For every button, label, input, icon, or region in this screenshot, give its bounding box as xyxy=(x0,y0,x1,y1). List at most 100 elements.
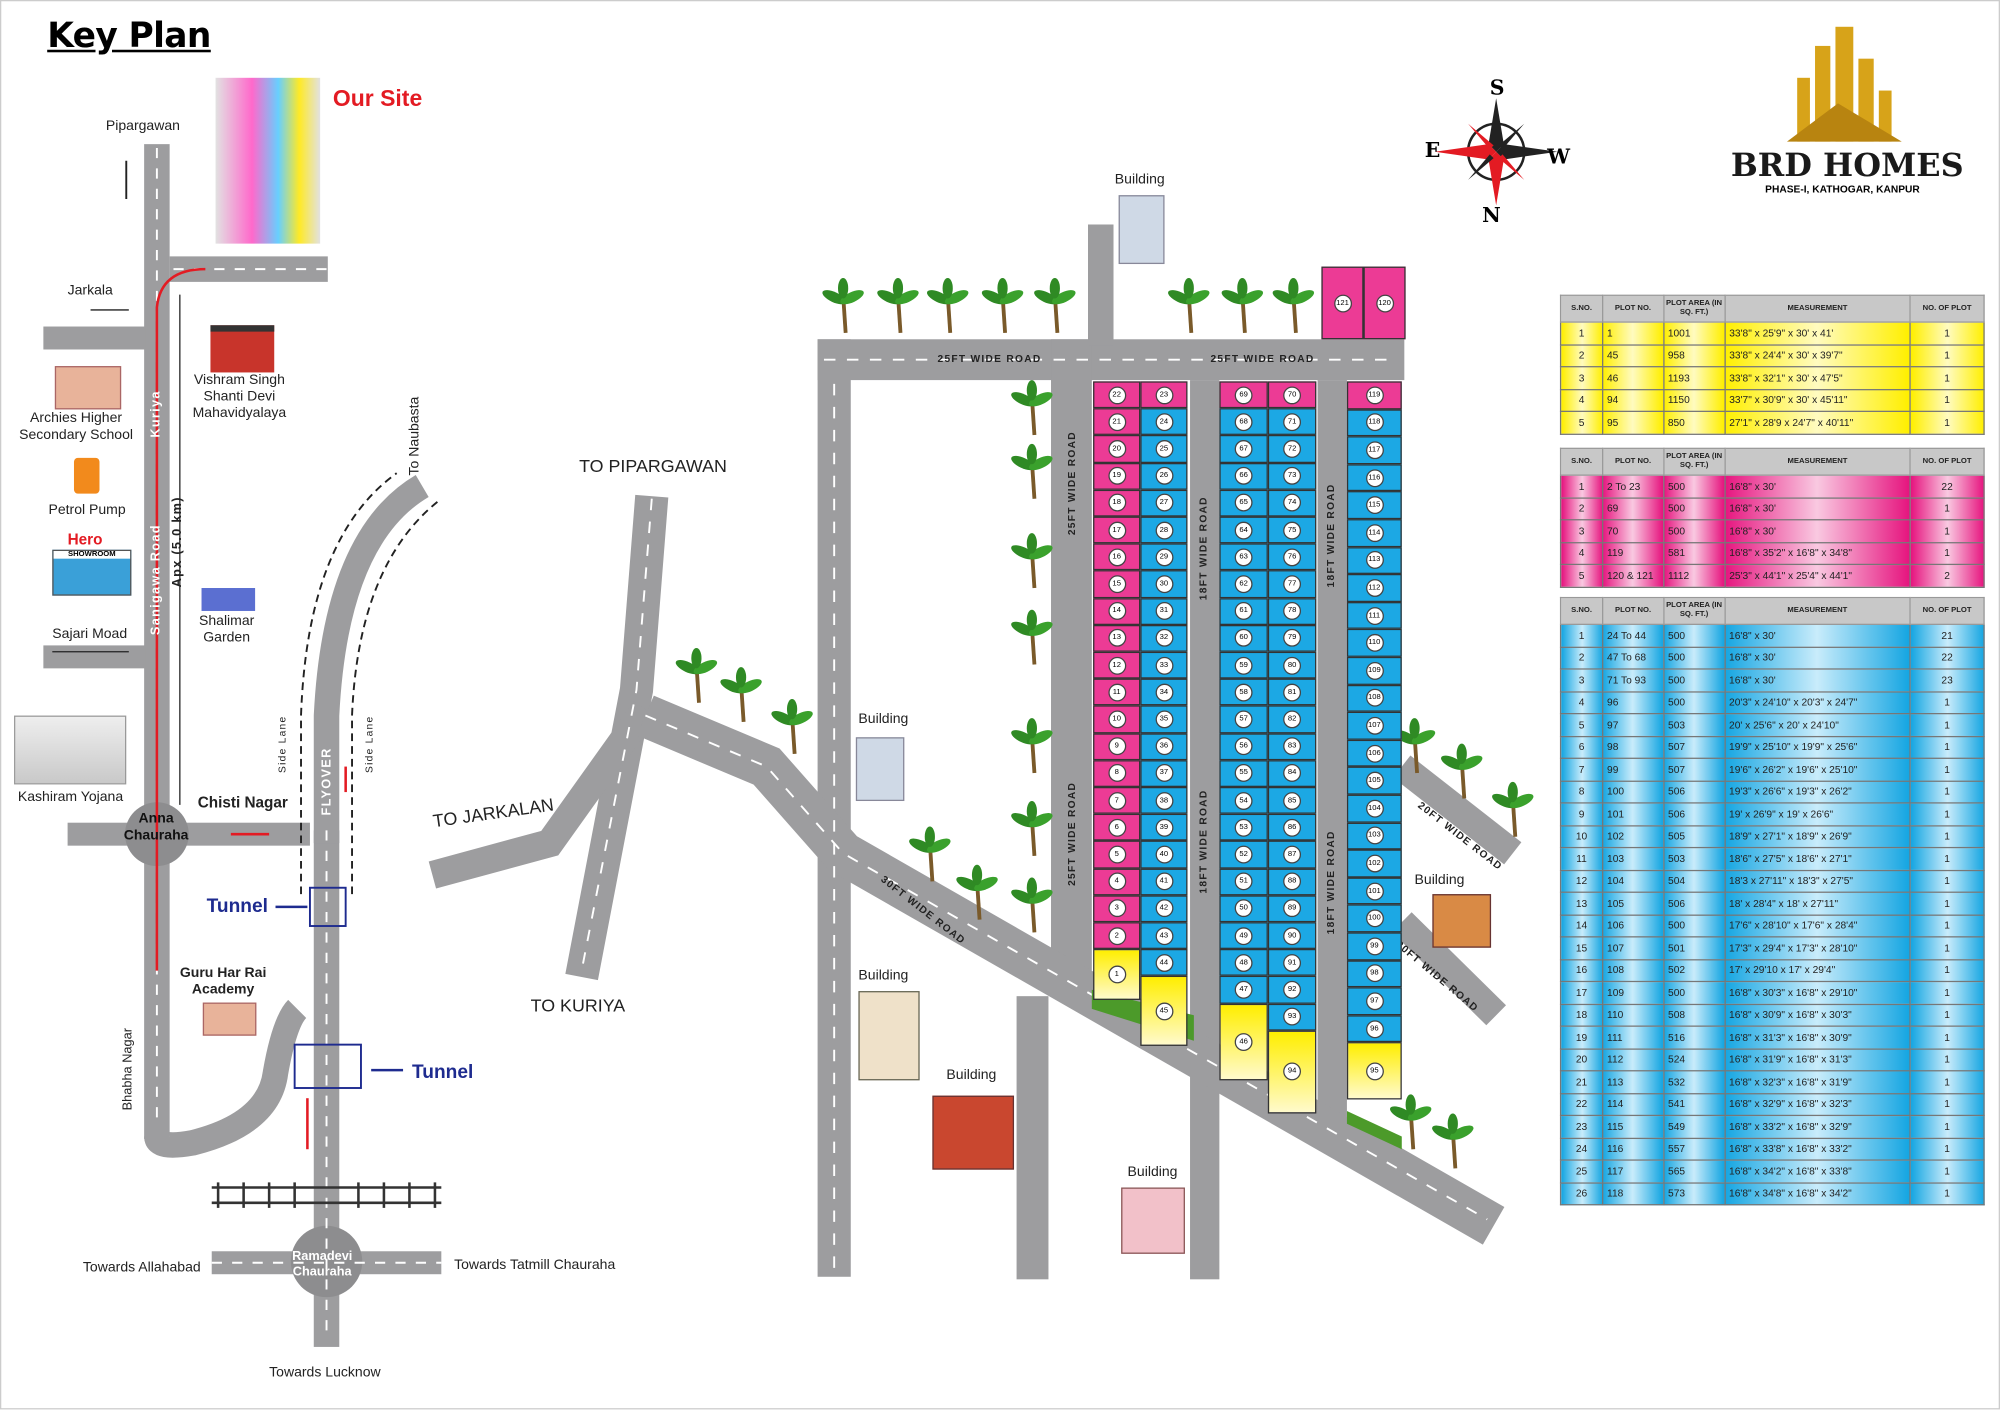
plot[interactable]: 104 xyxy=(1346,794,1402,823)
plot[interactable]: 37 xyxy=(1140,759,1188,787)
plot[interactable]: 72 xyxy=(1267,435,1317,463)
plot[interactable]: 105 xyxy=(1346,767,1402,795)
plot[interactable]: 56 xyxy=(1219,732,1268,760)
plot[interactable]: 94 xyxy=(1267,1030,1317,1114)
plot[interactable]: 31 xyxy=(1140,597,1188,625)
plot[interactable]: 68 xyxy=(1219,408,1268,436)
plot[interactable]: 19 xyxy=(1093,462,1141,490)
plot[interactable]: 83 xyxy=(1267,732,1317,760)
plot[interactable]: 82 xyxy=(1267,705,1317,733)
plot[interactable]: 106 xyxy=(1346,739,1402,768)
plot[interactable]: 81 xyxy=(1267,678,1317,706)
plot[interactable]: 100 xyxy=(1346,904,1402,933)
plot[interactable]: 66 xyxy=(1219,462,1268,490)
plot[interactable]: 55 xyxy=(1219,759,1268,787)
plot[interactable]: 84 xyxy=(1267,759,1317,787)
plot[interactable]: 76 xyxy=(1267,543,1317,571)
plot[interactable]: 25 xyxy=(1140,435,1188,463)
plot[interactable]: 27 xyxy=(1140,489,1188,517)
plot[interactable]: 53 xyxy=(1219,814,1268,842)
plot[interactable]: 39 xyxy=(1140,814,1188,842)
plot[interactable]: 12 xyxy=(1093,651,1141,679)
plot[interactable]: 86 xyxy=(1267,814,1317,842)
plot[interactable]: 50 xyxy=(1219,895,1268,923)
plot[interactable]: 38 xyxy=(1140,786,1188,815)
plot[interactable]: 107 xyxy=(1346,711,1402,740)
plot[interactable]: 77 xyxy=(1267,570,1317,598)
plot[interactable]: 73 xyxy=(1267,462,1317,490)
plot[interactable]: 40 xyxy=(1140,841,1188,869)
plot[interactable]: 89 xyxy=(1267,895,1317,923)
plot[interactable]: 32 xyxy=(1140,624,1188,652)
plot[interactable]: 62 xyxy=(1219,570,1268,598)
plot[interactable]: 23 xyxy=(1140,381,1188,409)
plot[interactable]: 108 xyxy=(1346,684,1402,712)
plot[interactable]: 112 xyxy=(1346,574,1402,602)
plot[interactable]: 16 xyxy=(1093,543,1141,571)
plot[interactable]: 114 xyxy=(1346,519,1402,547)
plot[interactable]: 36 xyxy=(1140,732,1188,760)
plot[interactable]: 118 xyxy=(1346,408,1402,437)
plot[interactable]: 99 xyxy=(1346,932,1402,960)
plot[interactable]: 111 xyxy=(1346,601,1402,630)
plot[interactable]: 29 xyxy=(1140,543,1188,571)
plot[interactable]: 119 xyxy=(1346,381,1402,409)
plot[interactable]: 98 xyxy=(1346,959,1402,988)
plot[interactable]: 18 xyxy=(1093,489,1141,517)
plot[interactable]: 15 xyxy=(1093,570,1141,598)
plot[interactable]: 103 xyxy=(1346,822,1402,850)
plot[interactable]: 90 xyxy=(1267,922,1317,950)
plot[interactable]: 75 xyxy=(1267,516,1317,544)
plot[interactable]: 7 xyxy=(1093,786,1141,815)
plot[interactable]: 61 xyxy=(1219,597,1268,625)
plot[interactable]: 60 xyxy=(1219,624,1268,652)
plot[interactable]: 74 xyxy=(1267,489,1317,517)
plot[interactable]: 54 xyxy=(1219,786,1268,815)
plot[interactable]: 85 xyxy=(1267,786,1317,815)
plot[interactable]: 3 xyxy=(1093,895,1141,923)
plot[interactable]: 35 xyxy=(1140,705,1188,733)
plot[interactable]: 79 xyxy=(1267,624,1317,652)
plot[interactable]: 59 xyxy=(1219,651,1268,679)
plot[interactable]: 65 xyxy=(1219,489,1268,517)
plot[interactable]: 117 xyxy=(1346,436,1402,465)
plot[interactable]: 67 xyxy=(1219,435,1268,463)
plot[interactable]: 116 xyxy=(1346,464,1402,492)
plot[interactable]: 11 xyxy=(1093,678,1141,706)
plot[interactable]: 13 xyxy=(1093,624,1141,652)
plot[interactable]: 57 xyxy=(1219,705,1268,733)
plot[interactable]: 22 xyxy=(1093,381,1141,409)
plot[interactable]: 63 xyxy=(1219,543,1268,571)
plot[interactable]: 4 xyxy=(1093,868,1141,896)
plot[interactable]: 109 xyxy=(1346,656,1402,685)
plot[interactable]: 80 xyxy=(1267,651,1317,679)
plot[interactable]: 26 xyxy=(1140,462,1188,490)
plot[interactable]: 20 xyxy=(1093,435,1141,463)
plot[interactable]: 21 xyxy=(1093,408,1141,436)
plot[interactable]: 69 xyxy=(1219,381,1268,409)
plot[interactable]: 52 xyxy=(1219,841,1268,869)
plot[interactable]: 30 xyxy=(1140,570,1188,598)
plot[interactable]: 24 xyxy=(1140,408,1188,436)
plot[interactable]: 45 xyxy=(1140,976,1188,1047)
plot[interactable]: 51 xyxy=(1219,868,1268,896)
plot[interactable]: 71 xyxy=(1267,408,1317,436)
plot[interactable]: 93 xyxy=(1267,1003,1317,1031)
plot[interactable]: 17 xyxy=(1093,516,1141,544)
plot[interactable]: 121 xyxy=(1321,266,1364,340)
plot[interactable]: 47 xyxy=(1219,976,1268,1004)
plot[interactable]: 42 xyxy=(1140,895,1188,923)
plot[interactable]: 34 xyxy=(1140,678,1188,706)
plot[interactable]: 43 xyxy=(1140,922,1188,950)
plot[interactable]: 6 xyxy=(1093,814,1141,842)
plot[interactable]: 88 xyxy=(1267,868,1317,896)
plot[interactable]: 120 xyxy=(1363,266,1406,340)
plot[interactable]: 102 xyxy=(1346,849,1402,878)
plot[interactable]: 78 xyxy=(1267,597,1317,625)
plot[interactable]: 70 xyxy=(1267,381,1317,409)
plot[interactable]: 96 xyxy=(1346,1015,1402,1043)
plot[interactable]: 49 xyxy=(1219,922,1268,950)
plot[interactable]: 9 xyxy=(1093,732,1141,760)
plot[interactable]: 113 xyxy=(1346,546,1402,575)
plot[interactable]: 48 xyxy=(1219,949,1268,977)
